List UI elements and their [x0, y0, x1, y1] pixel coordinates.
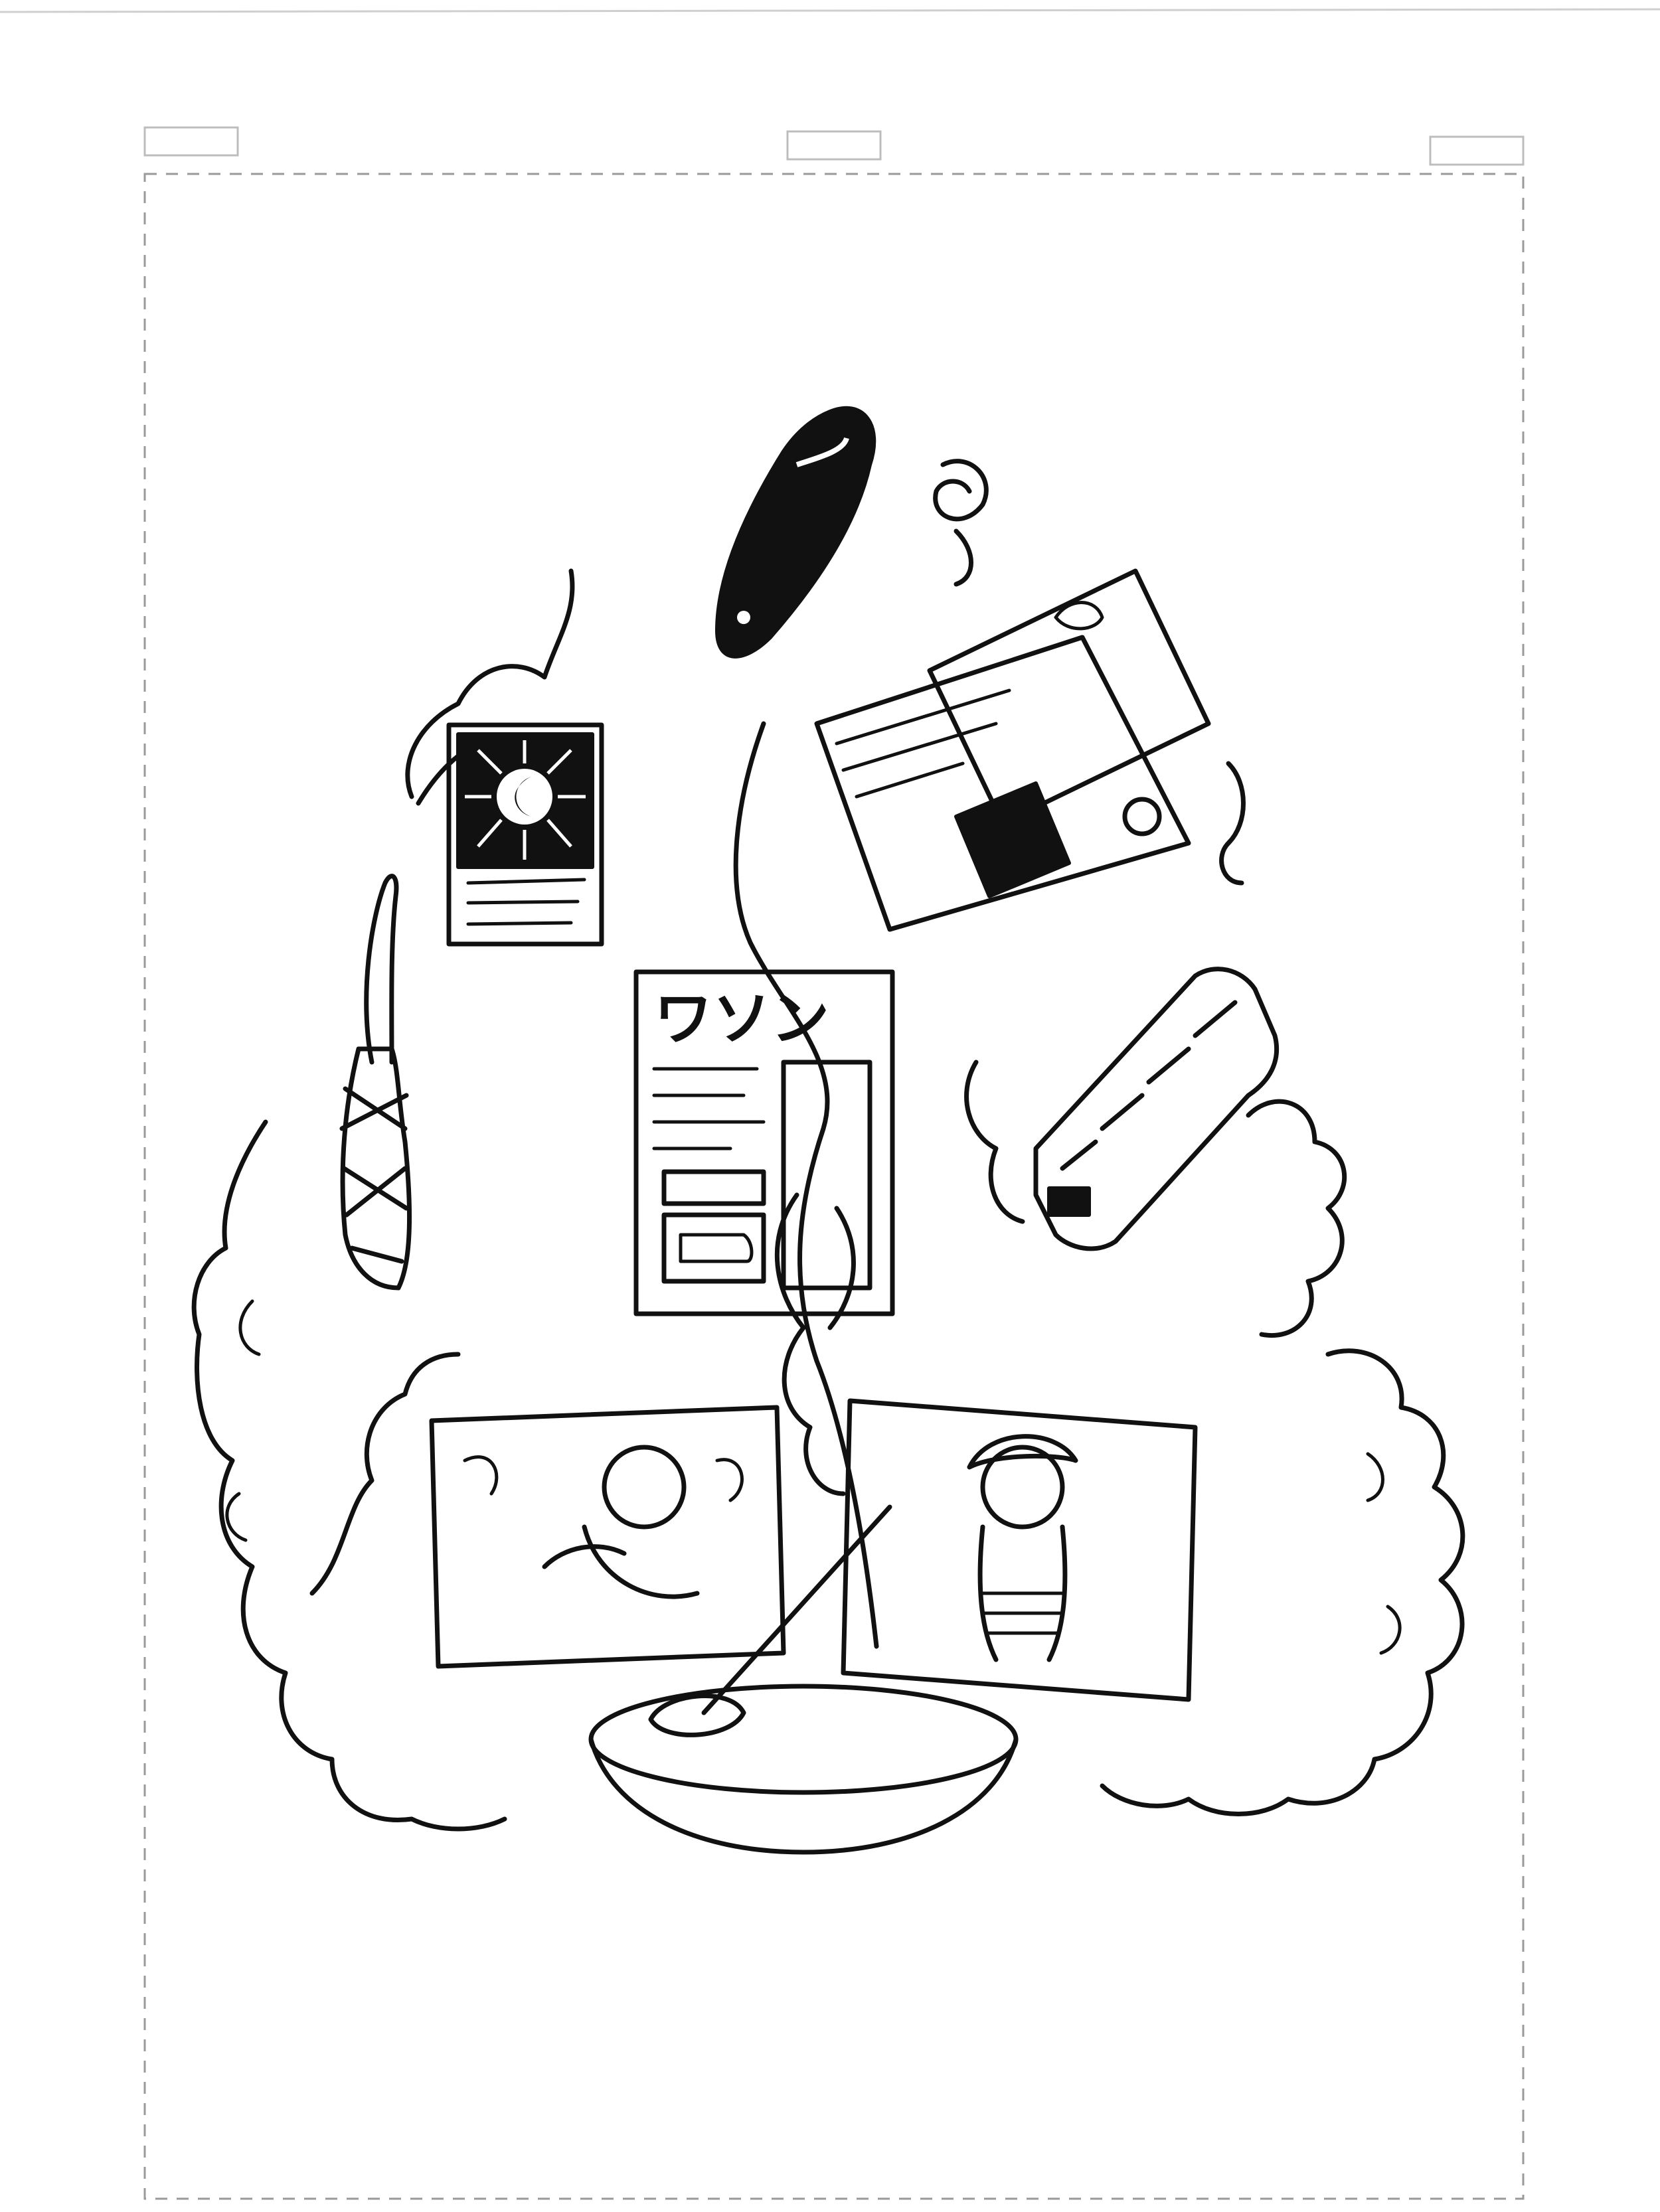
- poster-button-box: [661, 1169, 766, 1206]
- poster-heading: ワソン: [654, 985, 829, 1053]
- stone-highlight-dot: [737, 611, 750, 624]
- left-character-head: [602, 1445, 687, 1530]
- herb-bundle-charm: [339, 874, 412, 1291]
- tarot-card: [446, 722, 604, 947]
- right-character-stripes: [981, 1591, 1064, 1635]
- sun-icon: [497, 769, 552, 825]
- left-character-body: [542, 1524, 700, 1599]
- left-character-panel: [429, 1405, 786, 1669]
- incense-smoke-line: [733, 721, 879, 1649]
- train-windows: [1060, 1000, 1238, 1171]
- smoke-cloud-right-top: [1246, 1099, 1347, 1338]
- smoke-swirl-top: [933, 459, 989, 587]
- dashed-frame: [143, 173, 1525, 2200]
- right-character-head: [980, 1445, 1065, 1530]
- incense-smoke-plume: [774, 1192, 856, 1496]
- incense-bowl: [588, 1504, 1019, 1855]
- poster-scribble-text: [652, 1067, 766, 1150]
- smoke-wisp-tarot: [405, 568, 575, 806]
- smoke-cloud-left-inner: [309, 1352, 461, 1596]
- stone-highlight: [795, 437, 849, 467]
- tarot-card-border: [446, 722, 604, 947]
- paper-guides: [0, 8, 1660, 2200]
- smoke-cloud: [191, 1099, 1465, 1832]
- poster-train-box: [661, 1212, 766, 1284]
- bowl-body: [588, 1737, 1019, 1855]
- scan-edge-line: [0, 8, 1660, 13]
- incense-stick: [701, 1504, 892, 1715]
- black-stone: [715, 406, 876, 659]
- incense-ash-mound: [648, 1694, 746, 1737]
- left-panel-decoration: [463, 1455, 744, 1502]
- train: [1033, 967, 1280, 1251]
- postcard-stamp-circle: [1122, 797, 1162, 836]
- right-character-body: [977, 1524, 1068, 1662]
- train-body: [1033, 967, 1280, 1251]
- smoke-curl-right-1: [1366, 1452, 1402, 1655]
- postcard-decorated-stamp: [954, 781, 1071, 898]
- bowl-rim: [588, 1684, 1019, 1795]
- right-character-panel: [841, 1398, 1198, 1702]
- postcard-front: [814, 635, 1191, 932]
- registration-tab-center: [786, 130, 882, 161]
- smoke-cloud-left: [191, 1119, 507, 1832]
- poster-mini-train: [679, 1233, 754, 1263]
- black-stone-shape: [715, 406, 876, 659]
- train-front-window: [1047, 1186, 1091, 1217]
- postcard-scribble-text: [835, 688, 1011, 799]
- poster-side-panel: [781, 1060, 872, 1291]
- tarot-card-scribble-text: [466, 878, 586, 926]
- smoke-wisp-train: [964, 1060, 1025, 1224]
- left-panel-border: [429, 1405, 786, 1669]
- sun-rays: [465, 740, 586, 860]
- right-character-hat: [967, 1434, 1078, 1470]
- registration-tab-right: [1429, 135, 1525, 166]
- herb-bundle: [339, 1046, 412, 1291]
- smoke-cloud-right: [1100, 1348, 1465, 1816]
- postcard-back: [927, 568, 1211, 826]
- smoke-curl-postcard: [1219, 761, 1246, 886]
- right-panel-border: [841, 1398, 1198, 1702]
- charm-string: [364, 874, 399, 1065]
- smoke-curl-left-1: [225, 1299, 261, 1542]
- postcard-corner-animal: [1054, 601, 1104, 631]
- postcard: [814, 568, 1211, 932]
- registration-tab-left: [143, 126, 239, 157]
